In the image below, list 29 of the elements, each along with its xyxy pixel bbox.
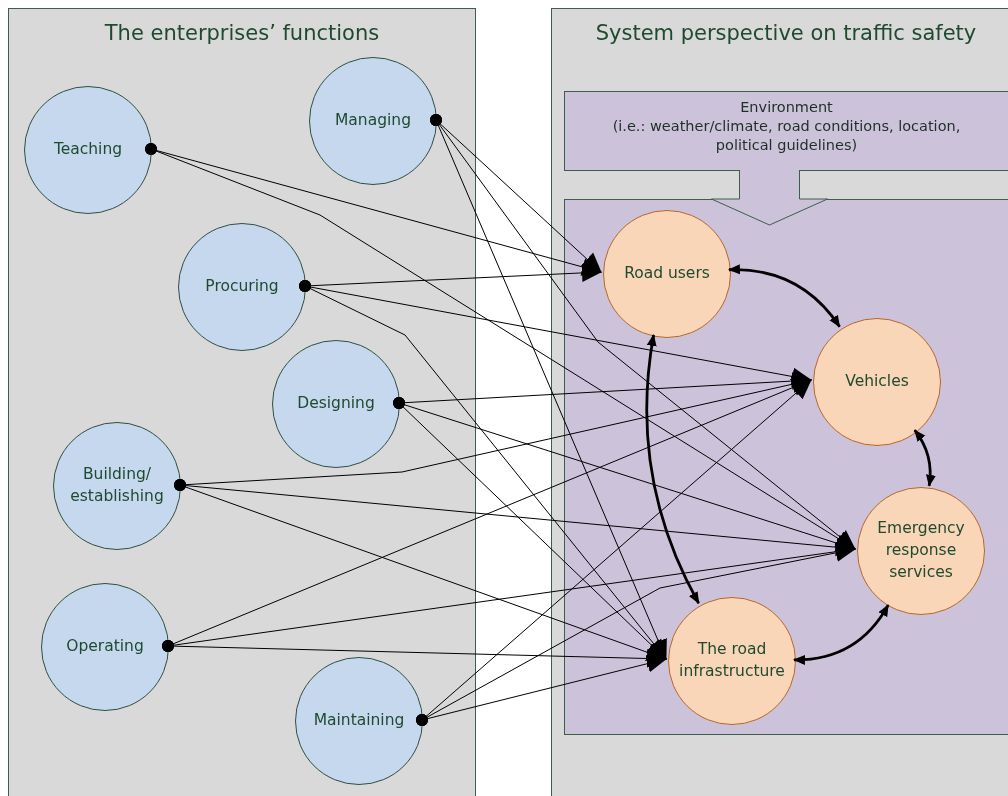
arrow: [162, 640, 667, 668]
circle-label: Maintaining: [313, 710, 405, 732]
curved-double-arrow: [645, 334, 700, 605]
circle-label: Teaching: [53, 139, 123, 161]
circle-label: The road infrastructure: [678, 639, 786, 682]
circle-label: Building/ establishing: [69, 464, 165, 507]
environment-description: (i.e.: weather/climate, road conditions, location, political guidelines): [611, 116, 962, 155]
curved-double-arrow: [727, 264, 841, 328]
curved-double-arrow: [793, 604, 890, 665]
circle-label: Road users: [624, 263, 710, 285]
panel-title: System perspective on traffic safety: [594, 21, 978, 45]
curved-double-arrow: [913, 429, 936, 487]
panel-background: [551, 8, 1008, 796]
circle-label: Operating: [66, 636, 144, 658]
circle-label: Managing: [335, 110, 411, 132]
environment-box: [564, 91, 1008, 171]
block-arrow: [711, 169, 828, 226]
environment-heading: Environment: [740, 98, 833, 117]
arrow: [299, 280, 667, 660]
panel-background: [8, 8, 476, 796]
arrow: [174, 479, 667, 662]
circle-label: Emergency response services: [876, 518, 966, 583]
panel-title: The enterprises’ functions: [103, 21, 381, 45]
circle-label: Procuring: [205, 276, 279, 298]
circle-label: Designing: [297, 393, 375, 415]
arrow: [393, 397, 667, 660]
circle-label: Vehicles: [845, 371, 909, 393]
system-area-box: [564, 199, 1008, 735]
arrow: [416, 654, 667, 726]
